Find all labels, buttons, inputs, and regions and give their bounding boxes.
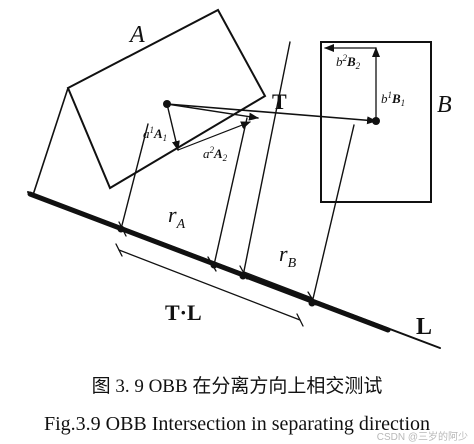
radius-b-sub: B	[288, 256, 297, 271]
radius-b-main: r	[279, 241, 288, 266]
box-a-outline	[66, 8, 267, 190]
proj-point-3	[239, 272, 247, 280]
radius-b-label: rB	[279, 241, 297, 271]
dim-tl-tick-left	[115, 243, 123, 257]
proj-line-b-right	[311, 124, 355, 304]
vector-a2-lower	[177, 121, 251, 151]
dim-tl-tick-right	[296, 313, 304, 327]
proj-point-2	[210, 261, 218, 269]
center-b-point	[372, 117, 380, 125]
caption-chinese: 图 3. 9 OBB 在分离方向上相交测试	[92, 375, 383, 397]
caption-english: Fig.3.9 OBB Intersection in separating d…	[44, 413, 430, 435]
radius-a-main: r	[168, 202, 177, 227]
box-b-outline	[320, 41, 432, 203]
projection-label: T·L	[165, 300, 202, 325]
proj-point-1	[117, 225, 125, 233]
vec-a2-label: a2A2	[203, 145, 228, 163]
proj-line-a-right	[213, 117, 248, 266]
axis-label: L	[416, 314, 432, 340]
proj-line-b-left	[242, 41, 291, 277]
center-a-point	[163, 100, 171, 108]
proj-point-4	[308, 299, 316, 307]
radius-a-sub: A	[176, 217, 186, 232]
translation-label: T	[272, 89, 287, 114]
vector-a1	[166, 103, 180, 151]
vec-b1-label: b1B1	[381, 90, 405, 108]
box-a-label: A	[128, 22, 145, 48]
vec-a1-label: a1A1	[143, 125, 167, 143]
watermark: CSDN @三岁的阿少	[377, 430, 468, 443]
vector-t	[166, 103, 377, 125]
axis-l-thick-segment	[27, 191, 391, 333]
proj-line-a-left	[120, 123, 149, 230]
vector-a2	[166, 103, 259, 121]
radius-a-label: rA	[168, 202, 186, 232]
dim-tl	[118, 249, 301, 321]
dim-rb	[243, 271, 313, 299]
dim-ra	[122, 228, 213, 265]
box-b-label: B	[437, 92, 452, 118]
box-a-side	[32, 87, 69, 196]
vec-b2-label: b2B2	[336, 53, 361, 71]
